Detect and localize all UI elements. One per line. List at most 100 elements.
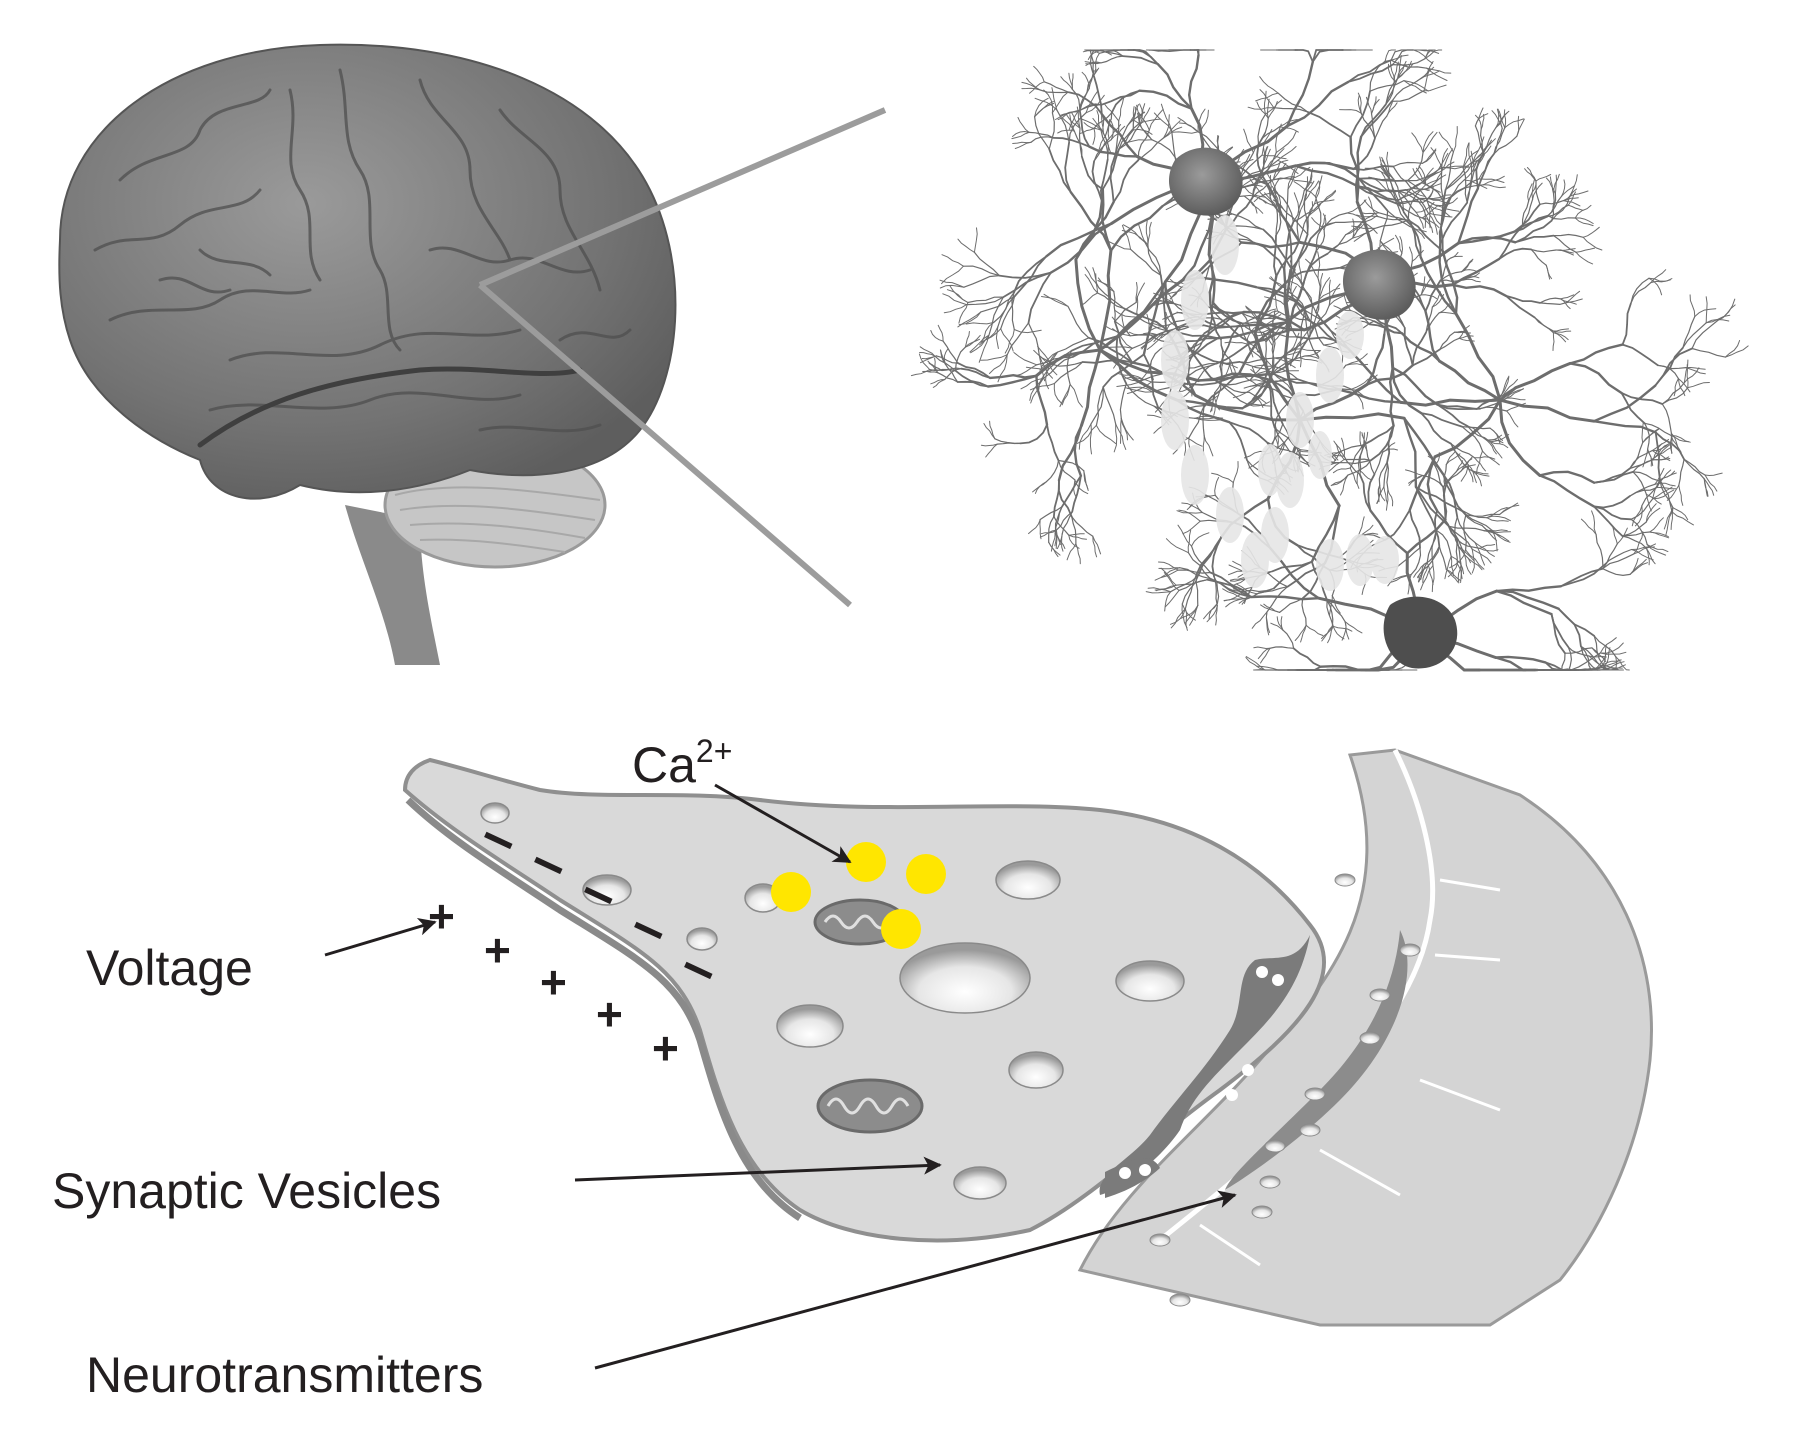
dendrite-branch [1413,563,1425,578]
dendrite-branch [1504,118,1524,129]
dendrite-branch [1424,310,1441,363]
dendrite-branch [1053,516,1070,536]
dendrite-branch [1286,212,1309,235]
dendrite-branch [1454,506,1483,527]
dendrite-branch [1347,63,1394,83]
dendrite-branch [973,227,978,253]
dendrite-branch [1438,196,1452,246]
vesicle [480,802,510,824]
vesicle [686,927,718,951]
dendrite-branch [1223,598,1245,602]
dendrite-branch [1535,174,1552,182]
dendrite-branch [1682,322,1707,349]
dendrite-branch [1391,90,1425,102]
dendrite-branch [1705,318,1730,324]
presynaptic-membrane-shadow [405,797,802,1221]
dendrite-branch [1048,148,1072,194]
dendrite-branch [919,352,936,357]
vesicle [776,1004,844,1048]
dendrite-branch [1621,521,1647,537]
dendrite-branch [1303,170,1313,192]
dendrite-branch [1514,234,1555,244]
dendrite-branch [1037,345,1052,365]
dendrite-branch [1315,229,1326,252]
dendrite-branch [1101,188,1113,252]
dendrite-branch [1318,221,1355,231]
dendrite-branch [1574,217,1594,227]
dendrite-branch [1552,332,1555,351]
dendrite-branch [1455,460,1464,473]
dendrite-branch [1425,306,1433,334]
dendrite-branch [1135,282,1138,303]
dendrite-branch [1265,314,1282,325]
calcium-ion [771,872,811,912]
dendrite-branch [1277,146,1297,161]
dendrite-branch [1357,95,1362,114]
dendrite-branch [1358,177,1407,193]
dendrite-branch [1438,545,1447,570]
dendrite-branch [1391,366,1423,415]
dendrite-branch [1436,509,1458,541]
dendrite-branch [1444,470,1462,488]
dendrite-branch [1113,290,1116,323]
dendrite-branch [1439,201,1469,246]
dendrite-branch [1493,127,1506,155]
dendrite-branch [1352,165,1395,171]
dendrite-branch [1539,200,1565,205]
dendrite-branch [942,340,959,364]
dendrite-branch [1427,196,1452,200]
dendrite-branch [1213,575,1220,604]
dendrite-branch [1039,519,1042,540]
dendrite-branch [1661,403,1672,434]
presynaptic-terminal [402,757,1327,1243]
dendrite-branch [1445,159,1476,191]
dendrite-branch [1603,659,1621,668]
dendrite-branch [1386,102,1398,117]
dendrite-branch [1071,73,1074,90]
dendrite-branch [1491,529,1511,543]
calcium-label: Ca2+ [632,733,732,793]
neuron-soma-2 [1342,249,1416,320]
dendrite-branch [1374,115,1388,140]
dendrite-branch [1555,249,1574,256]
dendrite-branch [1569,190,1589,198]
dendrite-branch [1634,505,1643,527]
dendrite-branch [1034,97,1049,118]
dendrite-branch [1422,131,1438,154]
dendrite-branch [964,334,981,348]
dendrite-branch [1482,175,1505,186]
dendrite-branch [1242,310,1306,332]
dendrite-branch [1012,130,1030,137]
dendrite-branch [1445,568,1459,583]
dendrite-branch [942,293,967,306]
dendrite-branch [1545,177,1556,195]
dendrite-branch [1081,71,1090,89]
dendrite-branch [965,322,995,325]
dendrite-branch [1034,481,1047,494]
dendrite-branch [1412,168,1427,185]
dendrite-branch [1215,605,1218,626]
dendrite-branch [1039,506,1063,521]
dendrite-branch [1407,574,1412,595]
dendrite-branch [1336,443,1345,460]
dendrite-branch [1486,439,1497,455]
dendrite-branch [1435,466,1444,488]
dendrite-branch [1162,283,1174,304]
dendrite-branch [1327,459,1345,473]
dendrite-branch [1180,604,1199,619]
dendrite-branch [1420,565,1434,591]
dendrite-branch [1405,469,1424,476]
dendrite-branch [1498,361,1572,402]
dendrite-branch [1387,63,1395,81]
dendrite-branch [973,251,1000,277]
dendrite-branch [1153,112,1173,132]
dendrite-branch [1181,502,1203,513]
dendrite-branch [1534,316,1554,332]
dendrite-branch [1356,185,1398,205]
voltage-label: Voltage [86,940,253,996]
dendrite-branch [1390,192,1407,221]
dendrite-branch [1118,96,1125,122]
dendrite-branch [1345,353,1368,366]
dendrite-branch [1563,200,1581,207]
dendrite-branch [1029,383,1055,391]
